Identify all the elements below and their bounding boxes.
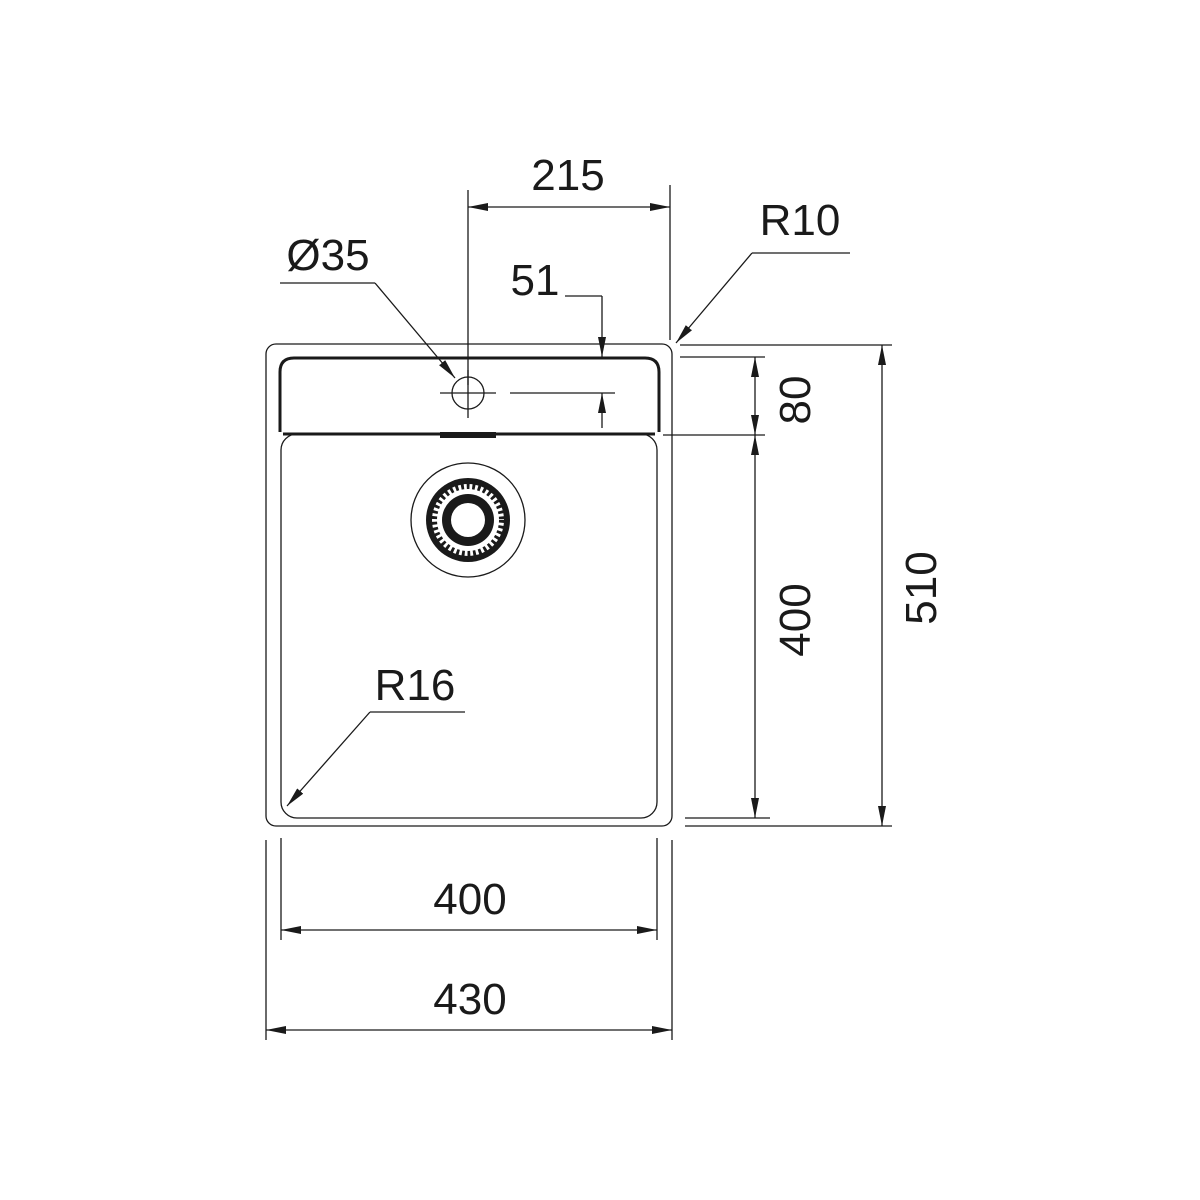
label-diameter-35: Ø35 [286,231,369,280]
dimension-r10: R10 [675,196,850,344]
sink-outline [265,343,673,827]
label-400-horizontal: 400 [433,875,506,924]
label-51: 51 [511,256,560,305]
dimension-400-horizontal: 400 [280,838,658,940]
drain-icon [410,462,526,578]
dimension-51: 51 [511,256,606,428]
dimension-430: 430 [265,840,673,1040]
dimension-510: 510 [680,344,946,827]
tap-hole [440,370,615,418]
label-430: 430 [433,975,506,1024]
label-510: 510 [897,551,946,624]
label-215: 215 [531,151,604,200]
label-r16: R16 [375,661,456,710]
dimension-diameter-35: Ø35 [280,231,456,379]
label-r10: R10 [760,196,841,245]
dimension-80: 80 [663,356,820,436]
dimension-215: 215 [467,151,671,385]
dimension-400-vertical: 400 [685,435,820,819]
dimension-r16: R16 [286,661,465,807]
label-80: 80 [771,376,820,425]
label-400-vertical: 400 [771,583,820,656]
